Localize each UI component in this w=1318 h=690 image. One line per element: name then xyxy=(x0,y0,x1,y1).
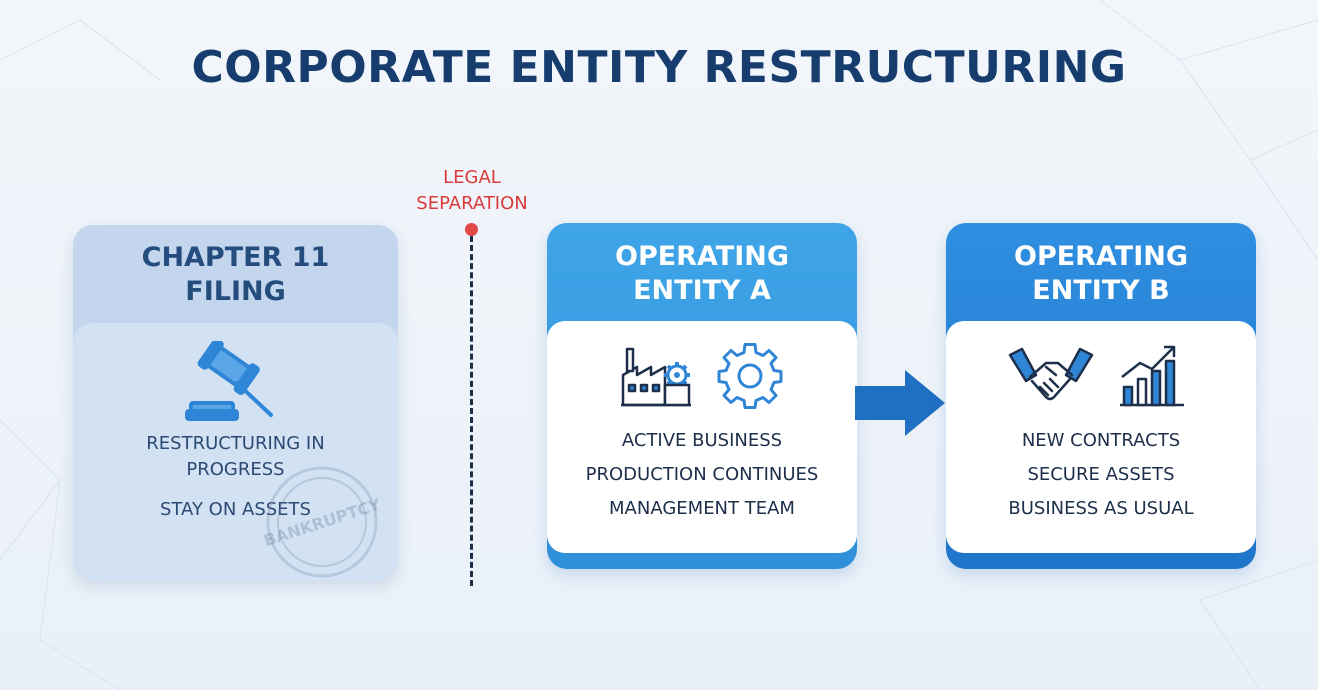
flow-arrow xyxy=(855,370,945,436)
entity-a-item-2: PRODUCTION CONTINUES xyxy=(585,464,819,485)
growth-chart-icon xyxy=(1120,345,1184,407)
handshake-icon xyxy=(1008,347,1094,401)
gavel-icon xyxy=(185,341,273,421)
entity-b-heading-line1: OPERATING xyxy=(1014,241,1188,272)
entity-a-item-1: ACTIVE BUSINESS xyxy=(621,430,783,451)
separation-dashed-line xyxy=(470,236,473,586)
entity-b-item-2: SECURE ASSETS xyxy=(1027,464,1175,485)
entity-b-heading-line2: ENTITY B xyxy=(1032,275,1170,306)
entity-b-item-1: NEW CONTRACTS xyxy=(1021,430,1181,451)
legal-separation-label: LEGAL SEPARATION xyxy=(392,165,552,217)
entity-a-card: OPERATING ENTITY A xyxy=(547,223,857,569)
entity-a-heading-line2: ENTITY A xyxy=(633,275,771,306)
factory-icon xyxy=(621,347,691,407)
entity-b-body: NEW CONTRACTS SECURE ASSETS BUSINESS AS … xyxy=(946,321,1256,553)
entity-a-body: ACTIVE BUSINESS PRODUCTION CONTINUES MAN… xyxy=(547,321,857,553)
separation-label-line2: SEPARATION xyxy=(416,193,528,214)
stamp-text: BANKRUPTCY xyxy=(263,495,381,551)
chapter11-status-line1: RESTRUCTURING IN xyxy=(146,433,325,454)
entity-a-item-3: MANAGEMENT TEAM xyxy=(609,498,795,519)
page-title: CORPORATE ENTITY RESTRUCTURING xyxy=(191,42,1127,93)
entity-b-heading: OPERATING ENTITY B xyxy=(946,240,1256,308)
separation-label-line1: LEGAL xyxy=(443,167,501,188)
chapter11-heading-line1: CHAPTER 11 xyxy=(141,242,330,273)
chapter11-body: RESTRUCTURING IN PROGRESS STAY ON ASSETS… xyxy=(73,323,398,580)
gear-icon xyxy=(717,343,783,409)
chapter11-status-line2: PROGRESS xyxy=(186,459,285,480)
entity-b-card: OPERATING ENTITY B xyxy=(946,223,1256,569)
chapter11-heading-line2: FILING xyxy=(185,276,286,307)
entity-a-heading: OPERATING ENTITY A xyxy=(547,240,857,308)
chapter11-heading: CHAPTER 11 FILING xyxy=(73,241,398,309)
chapter11-note: STAY ON ASSETS xyxy=(160,499,311,520)
entity-a-heading-line1: OPERATING xyxy=(615,241,789,272)
entity-b-item-3: BUSINESS AS USUAL xyxy=(1008,498,1194,519)
bankruptcy-stamp: BANKRUPTCY xyxy=(263,466,381,578)
chapter11-card: CHAPTER 11 FILING RESTRUCTURING IN PROGR… xyxy=(73,225,398,580)
separation-dot xyxy=(465,223,478,236)
